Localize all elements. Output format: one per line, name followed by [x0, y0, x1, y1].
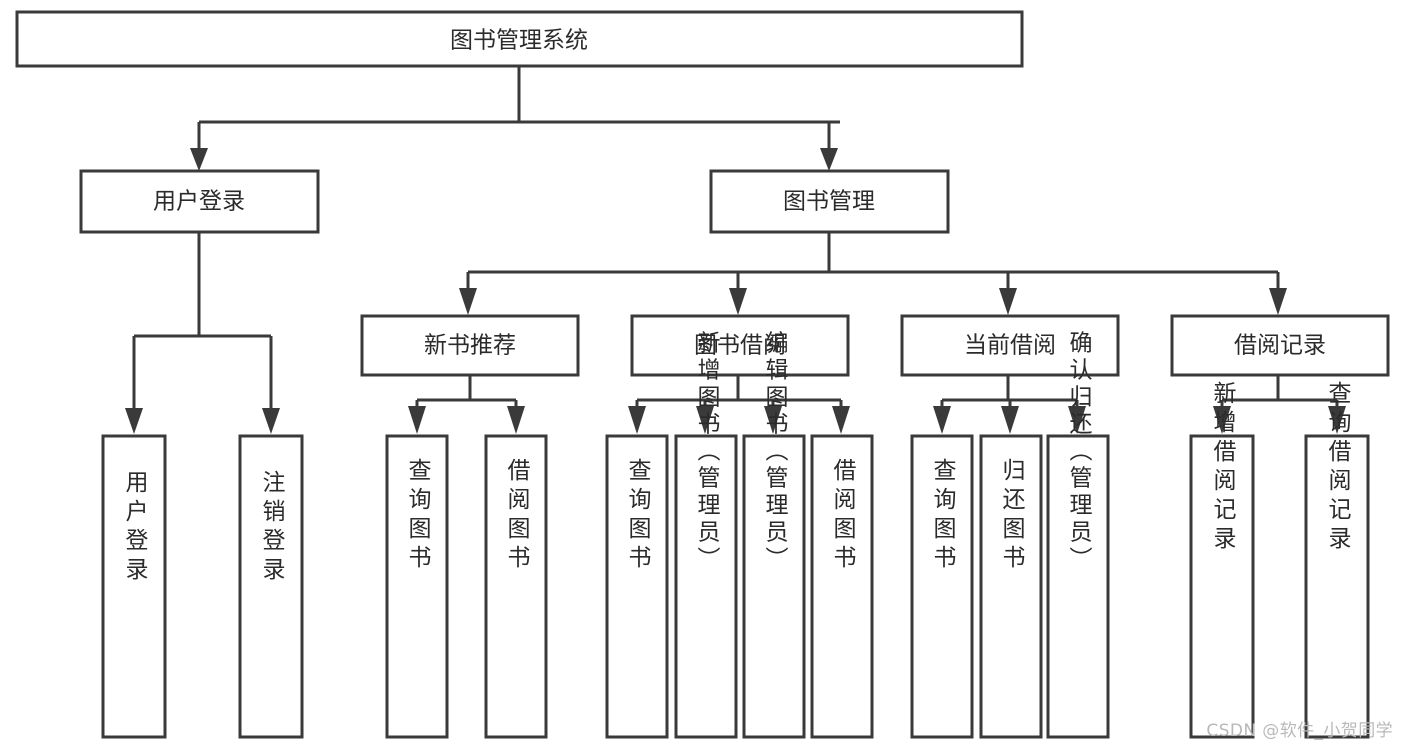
node-book-mgmt[interactable]: 图书管理 [709, 169, 950, 234]
node-leaf-add-book[interactable]: 新增图书（管理员） [674, 331, 738, 739]
node-leaf-borrow-book-2-label: 借阅图书 [829, 458, 857, 574]
node-borrow-record-label: 借阅记录 [1234, 333, 1326, 359]
node-leaf-add-record[interactable]: 新增借阅记录 [1189, 381, 1255, 739]
node-leaf-borrow-book-1[interactable]: 借阅图书 [484, 434, 548, 739]
node-book-mgmt-label: 图书管理 [783, 189, 875, 215]
node-leaf-query-book-2[interactable]: 查询图书 [605, 434, 669, 739]
node-new-book-rec[interactable]: 新书推荐 [360, 314, 580, 377]
arrow-to-book-mgmt [820, 148, 838, 171]
node-leaf-query-book-1-label: 查询图书 [404, 458, 432, 574]
arrow-to-leaf-logout [262, 408, 280, 434]
node-root-label: 图书管理系统 [450, 28, 588, 54]
node-leaf-user-login-label: 用户登录 [121, 470, 149, 586]
arrow-to-user-login [190, 148, 208, 171]
node-user-login[interactable]: 用户登录 [79, 169, 320, 234]
node-current-borrow-label: 当前借阅 [964, 333, 1056, 359]
node-book-borrow-label: 图书借阅 [694, 333, 786, 359]
arrow-to-leaf-return-book [1001, 406, 1019, 434]
arrow-to-leaf-query-book-1 [408, 406, 426, 434]
node-leaf-return-book[interactable]: 归还图书 [979, 434, 1043, 739]
arrow-to-leaf-add-book [696, 406, 714, 434]
node-leaf-query-record-label: 查询借阅记录 [1324, 381, 1352, 555]
node-leaf-logout[interactable]: 注销登录 [238, 434, 304, 739]
node-leaf-logout-label: 注销登录 [258, 470, 286, 586]
node-leaf-borrow-book-2[interactable]: 借阅图书 [810, 434, 874, 739]
node-new-book-rec-label: 新书推荐 [424, 333, 516, 359]
node-leaf-query-record[interactable]: 查询借阅记录 [1304, 381, 1370, 739]
arrow-to-leaf-borrow-book-1 [507, 406, 525, 434]
node-leaf-edit-book[interactable]: 编辑图书（管理员） [742, 331, 806, 739]
node-leaf-edit-book-label: 编辑图书（管理员） [761, 331, 789, 574]
arrow-to-leaf-add-record [1213, 406, 1231, 434]
node-leaf-query-book-3[interactable]: 查询图书 [910, 434, 974, 739]
node-leaf-query-book-3-label: 查询图书 [929, 458, 957, 574]
node-leaf-query-book-1[interactable]: 查询图书 [385, 434, 449, 739]
node-user-login-label: 用户登录 [153, 189, 245, 215]
arrow-to-leaf-query-record [1328, 406, 1346, 434]
arrow-to-leaf-user-login [125, 408, 143, 434]
arrow-to-leaf-borrow-book-2 [832, 406, 850, 434]
arrow-to-leaf-confirm-return [1068, 406, 1086, 434]
node-current-borrow[interactable]: 当前借阅 [900, 314, 1120, 377]
node-book-borrow[interactable]: 图书借阅 [630, 314, 850, 377]
node-borrow-record[interactable]: 借阅记录 [1170, 314, 1390, 377]
node-root[interactable]: 图书管理系统 [15, 10, 1024, 68]
arrow-to-leaf-query-book-3 [933, 406, 951, 434]
arrow-to-book-borrow [729, 288, 747, 315]
arrow-to-borrow-record [1269, 288, 1287, 315]
node-leaf-confirm-return[interactable]: 确认归还（管理员） [1046, 331, 1110, 739]
arrow-to-leaf-query-book-2 [628, 406, 646, 434]
node-leaf-add-record-label: 新增借阅记录 [1209, 381, 1237, 555]
node-leaf-confirm-return-label: 确认归还（管理员） [1065, 331, 1093, 574]
node-leaf-user-login[interactable]: 用户登录 [101, 434, 167, 739]
edges-layer [125, 66, 1346, 434]
arrow-to-new-book-rec [459, 288, 477, 315]
arrow-to-current-borrow [999, 288, 1017, 315]
node-leaf-query-book-2-label: 查询图书 [624, 458, 652, 574]
arrow-to-leaf-edit-book [764, 406, 782, 434]
node-leaf-add-book-label: 新增图书（管理员） [693, 331, 721, 574]
node-leaf-borrow-book-1-label: 借阅图书 [503, 458, 531, 574]
node-leaf-return-book-label: 归还图书 [998, 458, 1026, 574]
